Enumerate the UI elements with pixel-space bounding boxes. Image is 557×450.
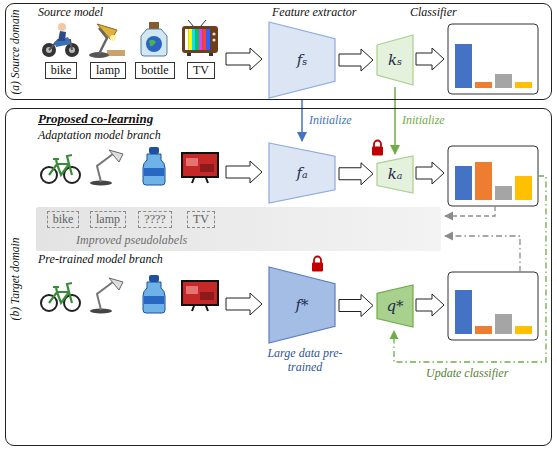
block-arrow	[339, 49, 373, 71]
chart-frame	[448, 146, 538, 206]
pseudolabel-text: TV	[193, 212, 209, 227]
branch-label: Pre-trained model branch	[38, 252, 163, 266]
bottle-icon	[141, 22, 167, 56]
init-arrow	[301, 100, 303, 141]
bar	[495, 186, 512, 200]
edge-label: Initialize	[307, 113, 354, 127]
block-arrow	[226, 161, 262, 183]
bar	[495, 74, 512, 88]
pseudolabel-band: Improved pseudolabelsbike lamp???? TV	[36, 207, 441, 251]
bicycle-photo	[41, 155, 80, 183]
lock-body	[372, 147, 383, 156]
block-arrow	[416, 162, 444, 184]
bar	[515, 82, 532, 88]
symbol-text: kₐ	[388, 166, 403, 183]
trapezoid-shape	[377, 156, 413, 193]
domain-panel: (b) Target domain fₐ kₐImproved pseudolabe…	[5, 108, 552, 446]
trapezoid-shape	[269, 22, 335, 98]
bar	[475, 162, 492, 200]
block-arrow	[339, 295, 373, 317]
trapezoid-shape	[269, 143, 335, 203]
class-label-box: bike	[45, 62, 78, 79]
chart-frame	[448, 272, 538, 340]
lock-shackle	[314, 257, 321, 263]
class-label-box: TV	[187, 62, 215, 79]
edge-label: Initialize	[400, 113, 447, 127]
classifier-block: q*	[377, 285, 413, 327]
pseudolabel-text: bike	[53, 212, 74, 227]
update-arrow	[394, 176, 546, 362]
tv-photo	[181, 280, 219, 311]
trapezoid-shape	[377, 35, 413, 85]
output-chart	[448, 24, 538, 94]
pseudolabel-box: lamp	[90, 211, 126, 228]
block-arrow	[416, 48, 444, 70]
bar	[475, 82, 492, 88]
pseudolabel-arrow	[445, 236, 520, 272]
class-name: bottle	[141, 63, 168, 78]
block-arrow	[339, 163, 373, 185]
trapezoid-shape	[377, 285, 413, 327]
tv-icon	[182, 20, 218, 56]
pseudolabel-arrow	[445, 206, 495, 216]
feature-extractor: fₛ	[269, 22, 335, 98]
classifier-block: kₛ	[377, 35, 413, 85]
lock-body	[312, 263, 323, 272]
bar	[475, 326, 492, 334]
annotation-label: Large data pre-trained	[266, 346, 344, 374]
section-heading: Proposed co-learning	[38, 111, 153, 126]
output-chart	[448, 272, 538, 340]
pseudolabel-box: TV	[187, 211, 215, 228]
symbol-text: f*	[295, 297, 308, 314]
class-name: TV	[193, 63, 209, 78]
class-name: bike	[51, 63, 72, 78]
bicycle-photo	[41, 283, 80, 311]
pseudolabel-text: ????	[144, 212, 165, 227]
symbol-text: fₛ	[297, 52, 308, 69]
symbol-text: fₐ	[296, 165, 307, 182]
block-arrow	[416, 294, 444, 316]
class-label-box: lamp	[90, 62, 126, 79]
lock-shackle	[374, 141, 381, 147]
pseudolabel-text: lamp	[96, 212, 120, 227]
bottle-photo	[143, 275, 165, 313]
bar	[455, 290, 472, 334]
block-arrow	[226, 48, 262, 70]
symbol-text: kₛ	[388, 52, 402, 69]
trapezoid-shape	[269, 267, 335, 343]
column-label: Feature extractor	[272, 5, 357, 19]
init-arrow	[394, 87, 396, 154]
bar	[455, 166, 472, 200]
pseudolabel-box: ????	[138, 211, 171, 228]
chart-frame	[448, 24, 538, 94]
feature-extractor: fₐ	[269, 143, 335, 203]
symbol-text: q*	[386, 298, 403, 315]
column-label: Classifier	[410, 5, 457, 19]
panel-title: (b) Target domain	[9, 238, 22, 321]
branch-label: Adaptation model branch	[38, 128, 161, 142]
class-name: lamp	[96, 63, 120, 78]
class-label-box: bottle	[135, 62, 174, 79]
panel-title: (a) Source domain	[9, 9, 22, 94]
pseudolabel-box: bike	[47, 211, 80, 228]
band-caption: Improved pseudolabels	[76, 233, 187, 247]
motorbike-icon	[42, 23, 79, 57]
lock-icon	[372, 141, 383, 156]
section-label: Source model	[38, 5, 103, 19]
annotation-label: Update classifier	[426, 366, 508, 380]
lock-icon	[312, 257, 323, 272]
output-chart	[448, 146, 538, 206]
bottle-photo	[143, 147, 165, 185]
bar	[495, 314, 512, 334]
block-arrow	[226, 293, 262, 315]
tv-photo	[181, 152, 219, 183]
bar	[455, 44, 472, 88]
lamp-photo	[90, 150, 123, 186]
lamp-icon	[89, 24, 125, 58]
feature-extractor: f*	[269, 267, 335, 343]
lamp-photo	[90, 278, 123, 314]
bar	[515, 176, 532, 200]
bar	[515, 326, 532, 334]
classifier-block: kₐ	[377, 156, 413, 193]
